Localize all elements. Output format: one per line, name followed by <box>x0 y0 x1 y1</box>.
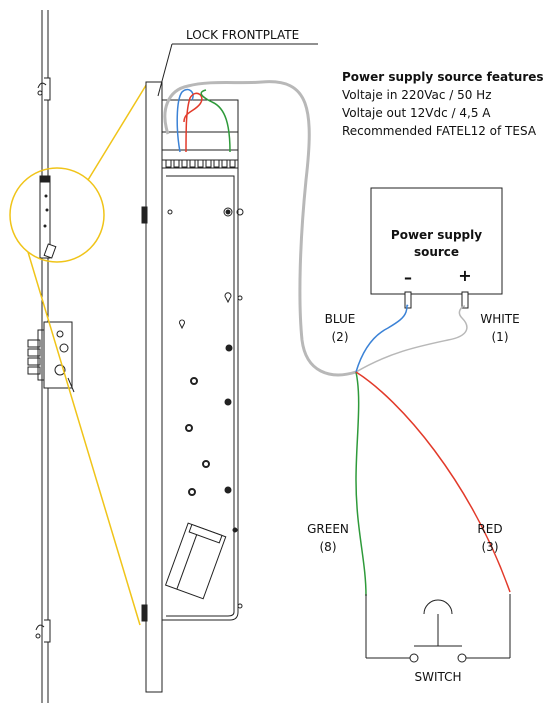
wire-blue-supply <box>355 304 409 373</box>
white-wire-name: WHITE <box>480 312 520 326</box>
plus-terminal-label: + <box>458 266 472 285</box>
power-supply-title: Power supply <box>390 228 483 242</box>
lock-wires <box>163 80 357 377</box>
wire-green-lock <box>200 89 231 153</box>
wire-white-supply <box>355 305 468 373</box>
features-line-1: Voltaje in 220Vac / 50 Hz <box>342 88 492 102</box>
features-line-3: Recommended FATEL12 of TESA <box>342 124 537 138</box>
wire-blue-lock <box>176 88 194 153</box>
wire-red-lock <box>183 92 203 153</box>
lock-body <box>141 81 244 693</box>
power-supply-subtitle: source <box>413 245 460 259</box>
blue-wire-name: BLUE <box>324 312 356 326</box>
power-supply-box <box>370 187 503 309</box>
frontplate-leader <box>157 43 318 97</box>
green-wire-number: (8) <box>319 540 337 554</box>
wire-white-lock <box>163 80 357 377</box>
red-wire-number: (3) <box>481 540 499 554</box>
blue-wire-number: (2) <box>331 330 349 344</box>
magnify-callout <box>9 81 149 626</box>
minus-terminal-label: – <box>404 268 412 287</box>
wire-red-switch <box>355 371 511 593</box>
green-wire-name: GREEN <box>307 522 349 536</box>
switch-symbol <box>365 594 511 663</box>
supply-wires <box>355 304 511 597</box>
features-title: Power supply source features <box>342 70 544 84</box>
white-wire-number: (1) <box>491 330 509 344</box>
door-profile <box>27 10 75 703</box>
wire-green-switch <box>355 371 367 597</box>
frontplate-label: LOCK FRONTPLATE <box>186 28 300 42</box>
red-wire-name: RED <box>477 522 503 536</box>
features-line-2: Voltaje out 12Vdc / 4,5 A <box>342 106 491 120</box>
switch-label: SWITCH <box>414 670 462 684</box>
